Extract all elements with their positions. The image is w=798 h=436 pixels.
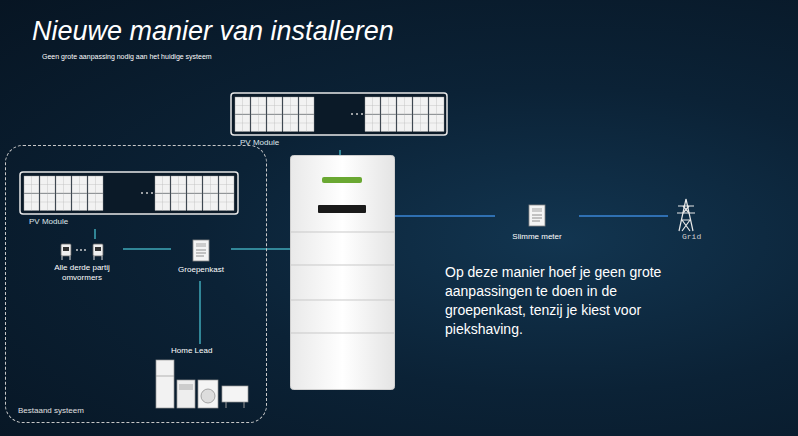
- page-title: Nieuwe manier van installeren: [32, 16, 394, 47]
- wire-connector: [231, 248, 290, 250]
- component-node: PV Module: [19, 171, 241, 229]
- subtitle: Geen grote aanpassing nodig aan het huid…: [42, 53, 212, 60]
- node-label: PV Module: [240, 138, 279, 148]
- appliances-illustration: [151, 358, 251, 410]
- wire-connector: [94, 229, 96, 239]
- wire-connector: [123, 248, 171, 250]
- wire-connector: [199, 281, 201, 344]
- node-label: Slimme meter: [495, 232, 579, 242]
- system-group: Bestaand systeem PV ModuleAlle derde part…: [5, 145, 267, 423]
- battery-unit: [290, 155, 395, 390]
- node-label: PV Module: [29, 217, 68, 227]
- node-label: Home Lead: [171, 346, 212, 356]
- component-node: Groepenkast: [171, 239, 231, 281]
- meter-icon: [527, 204, 547, 228]
- pv-panel-illustration: [19, 171, 239, 215]
- component-node: PV Module: [230, 92, 450, 150]
- inverter-icons: [59, 239, 107, 261]
- component-node: Grid: [668, 198, 714, 244]
- component-node: Home Lead: [151, 344, 251, 410]
- pylon-icon: [674, 198, 698, 232]
- node-label: Alle derde partij omvormers: [41, 263, 123, 282]
- wire-connector: [339, 150, 341, 155]
- component-node: Slimme meter: [495, 204, 579, 246]
- wire-connector: [579, 215, 668, 217]
- meter-icon: [191, 239, 211, 263]
- node-label: Groepenkast: [171, 265, 231, 275]
- component-node: Alle derde partij omvormers: [41, 239, 123, 287]
- pv-panel-illustration: [230, 92, 448, 136]
- battery-inverter-illustration: [290, 155, 395, 390]
- node-label: Bestaand systeem: [18, 406, 84, 416]
- note-text: Op deze manier hoef je geen grote aanpas…: [445, 263, 690, 339]
- node-label: Grid: [682, 232, 701, 242]
- wire-connector: [395, 215, 495, 217]
